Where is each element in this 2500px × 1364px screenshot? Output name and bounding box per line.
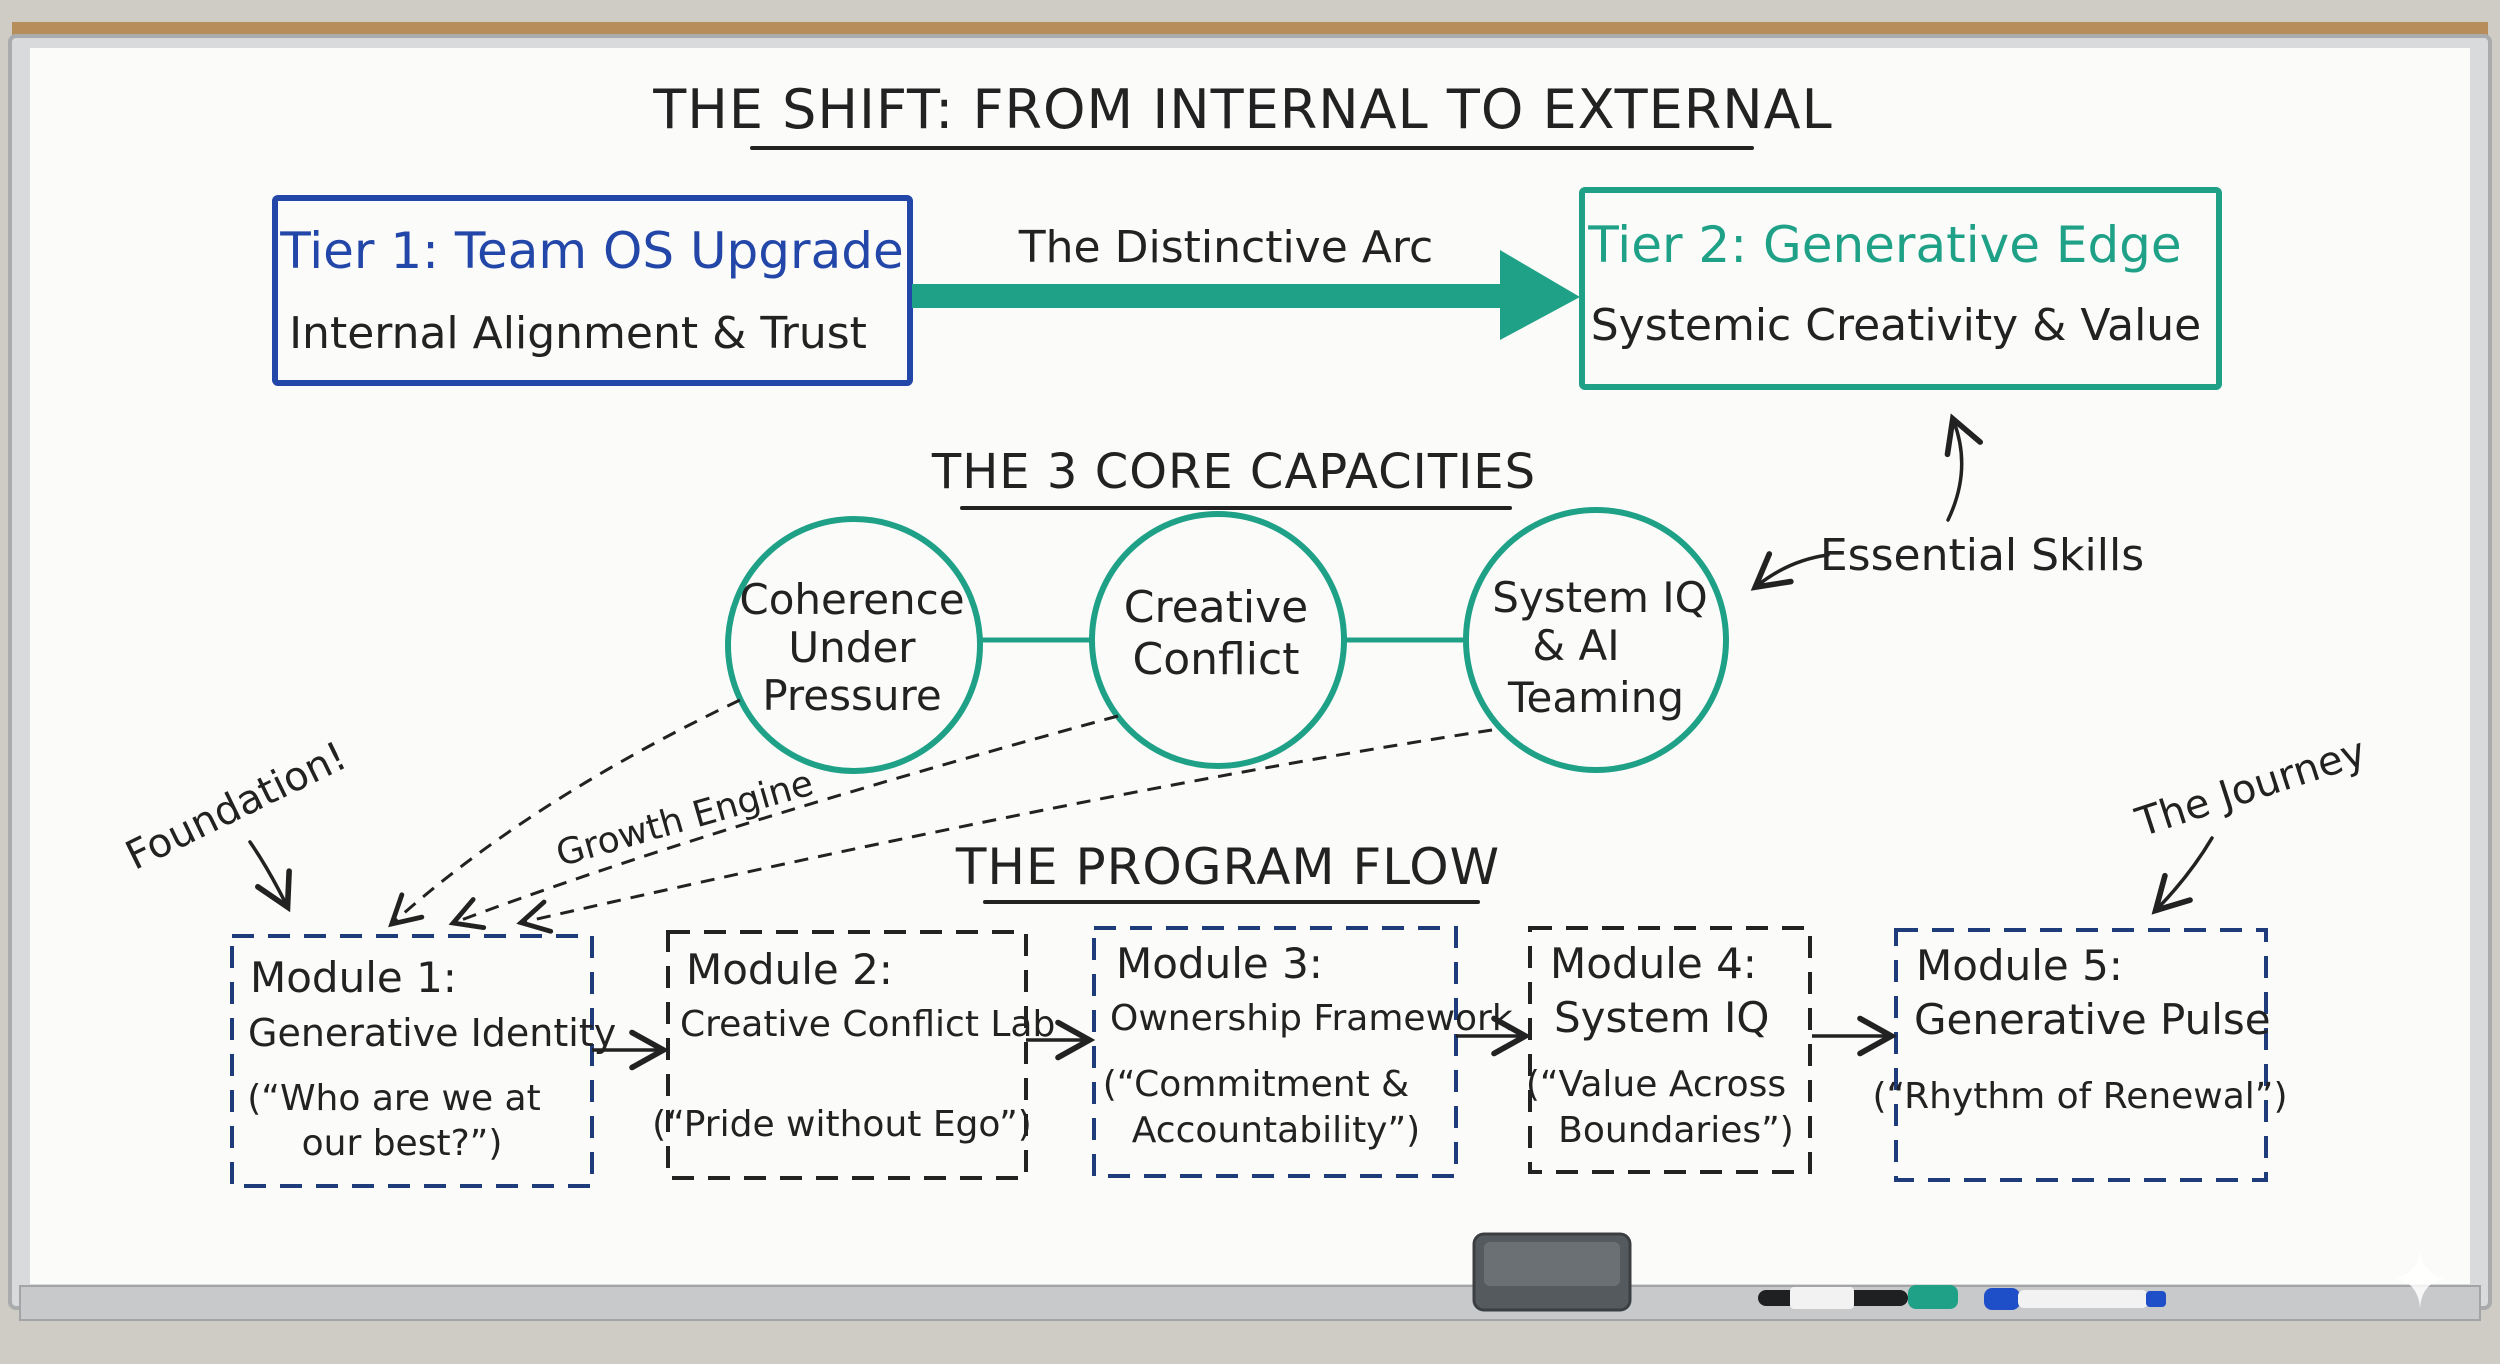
capacity-label: System IQ [1492,573,1707,622]
dashed-arrow-system-iq [516,728,1493,934]
foundation-arrow [248,840,292,913]
sparkle-icon [2394,1248,2446,1308]
module-1-card: Module 1: Generative Identity (“Who are … [230,934,616,1188]
module-title: Module 2: [686,945,893,994]
module-title: Module 1: [250,953,457,1002]
arc-label: The Distinctive Arc [1018,222,1433,273]
green-marker[interactable] [1758,1285,1958,1309]
module-4-card: Module 4: System IQ (“Value Across Bound… [1526,926,1812,1174]
module-3-card: Module 3: Ownership Framework (“Commitme… [1092,926,1513,1178]
essential-skills-label: Essential Skills [1820,530,2144,581]
module-quote: our best?”) [302,1123,503,1164]
capacity-label: Under [788,623,916,672]
module-quote: (“Commitment & [1103,1064,1410,1105]
capacity-system-iq: System IQ & AI Teaming [1463,507,1729,773]
tier2-subtitle: Systemic Creativity & Value [1591,300,2202,351]
tier1-box: Tier 1: Team OS Upgrade Internal Alignme… [272,195,913,386]
module-title: Module 5: [1916,941,2123,990]
capacity-label: Creative [1124,582,1308,633]
tier1-title: Tier 1: Team OS Upgrade [279,222,903,280]
capacity-label: Coherence [739,575,964,624]
module-name: System IQ [1554,993,1769,1042]
module-quote: (“Rhythm of Renewal”) [1872,1076,2287,1117]
module-name: Generative Identity [248,1011,616,1055]
page-title: THE SHIFT: FROM INTERNAL TO EXTERNAL [652,78,1832,141]
tier1-subtitle: Internal Alignment & Trust [289,308,867,359]
dashed-arrow-conflict [448,714,1119,930]
capacities-heading: THE 3 CORE CAPACITIES [931,444,1536,500]
tier2-box: Tier 2: Generative Edge Systemic Creativ… [1579,187,2222,390]
module-quote: Accountability”) [1132,1110,1420,1151]
capacity-label: Conflict [1133,634,1300,685]
tier2-title: Tier 2: Generative Edge [1587,216,2181,274]
distinctive-arc-arrow [912,250,1580,340]
essential-skills-arrow [1750,551,1830,591]
module-name: Creative Conflict Lab [680,1004,1055,1045]
module-quote: (“Pride without Ego”) [652,1104,1032,1145]
capacity-label: Teaming [1507,673,1684,722]
module-quote: (“Value Across [1526,1064,1786,1105]
capacity-label: Pressure [762,671,941,720]
capacity-coherence: Coherence Under Pressure [725,516,983,774]
capacity-creative-conflict: Creative Conflict [1089,511,1347,769]
module-5-card: Module 5: Generative Pulse (“Rhythm of R… [1872,928,2288,1182]
module-title: Module 4: [1550,939,1757,988]
journey-arrow [2151,836,2214,915]
module-name: Ownership Framework [1110,998,1513,1039]
module-name: Generative Pulse [1914,995,2271,1044]
module-quote: Boundaries”) [1558,1110,1794,1151]
eraser[interactable] [1472,1232,1632,1312]
dashed-arrow-coherence [388,698,741,928]
blue-marker[interactable] [1984,1288,2166,1310]
module-title: Module 3: [1116,939,1323,988]
program-flow-heading: THE PROGRAM FLOW [955,838,1500,896]
essential-skills-up-arrow [1944,413,1984,522]
module-quote: (“Who are we at [247,1078,540,1119]
capacity-label: & AI [1532,621,1619,670]
